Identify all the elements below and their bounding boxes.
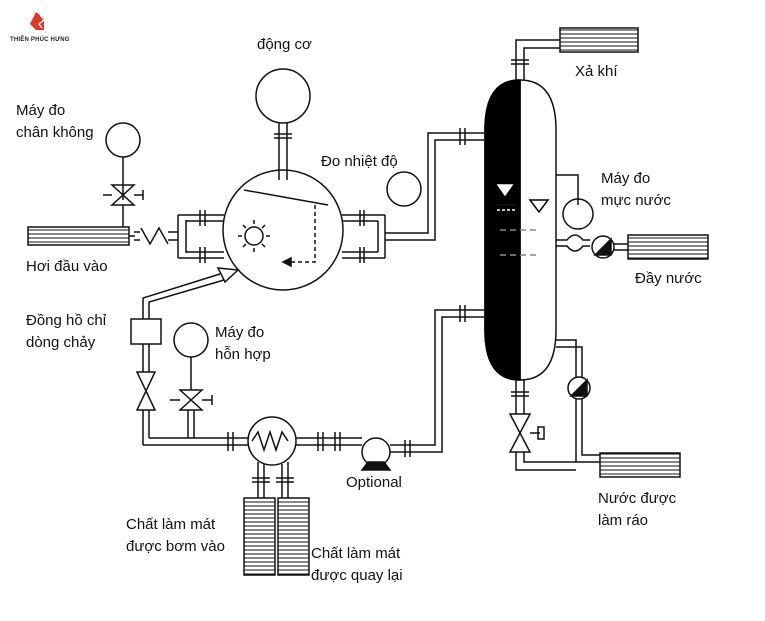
drain-pipe — [599, 452, 681, 478]
coolant-in-column — [243, 497, 276, 576]
steam-inlet-pipe — [27, 226, 130, 246]
flow-meter-label: Đồng hồ chỉ dòng chảy — [26, 312, 107, 351]
temperature-gauge-icon — [386, 171, 422, 207]
temperature-gauge-label: Đo nhiệt độ — [321, 153, 398, 170]
main-pump-icon — [222, 169, 344, 291]
coolant-return-label: Chất làm mát được quay lại — [311, 545, 403, 584]
coolant-return-column — [277, 497, 310, 576]
company-logo — [30, 12, 45, 30]
level-gauge-label: Máy đo mực nước — [601, 170, 671, 209]
fill-valve-icon — [591, 235, 615, 259]
drain-valve-icon — [567, 376, 591, 400]
separator-vessel — [484, 79, 557, 381]
optional-pump-label: Optional — [346, 474, 402, 491]
water-fill-label: Đầy nước — [635, 270, 702, 287]
motor-label: động cơ — [257, 36, 312, 53]
steam-inlet-label: Hơi đầu vào — [26, 258, 108, 275]
water-fill-pipe — [627, 234, 709, 260]
heat-exchanger-icon — [247, 416, 297, 466]
mixture-gauge-label: Máy đo hỗn hợp — [215, 324, 271, 363]
mixture-gauge-icon — [173, 322, 209, 358]
flow-meter-icon — [130, 318, 162, 345]
vacuum-gauge-label: Máy đo chân không — [16, 102, 94, 141]
coolant-in-label: Chất làm mát được bơm vào — [126, 516, 225, 555]
motor-icon — [255, 68, 311, 124]
vent-label: Xả khí — [575, 63, 618, 80]
company-logo-text: THIÊN PHÚC HƯNG — [10, 37, 70, 43]
vent-pipe — [559, 27, 639, 53]
sun-icon — [238, 220, 270, 252]
vacuum-gauge-icon — [105, 122, 141, 158]
drain-label: Nước được làm ráo — [598, 490, 677, 529]
level-gauge-icon — [562, 198, 594, 230]
